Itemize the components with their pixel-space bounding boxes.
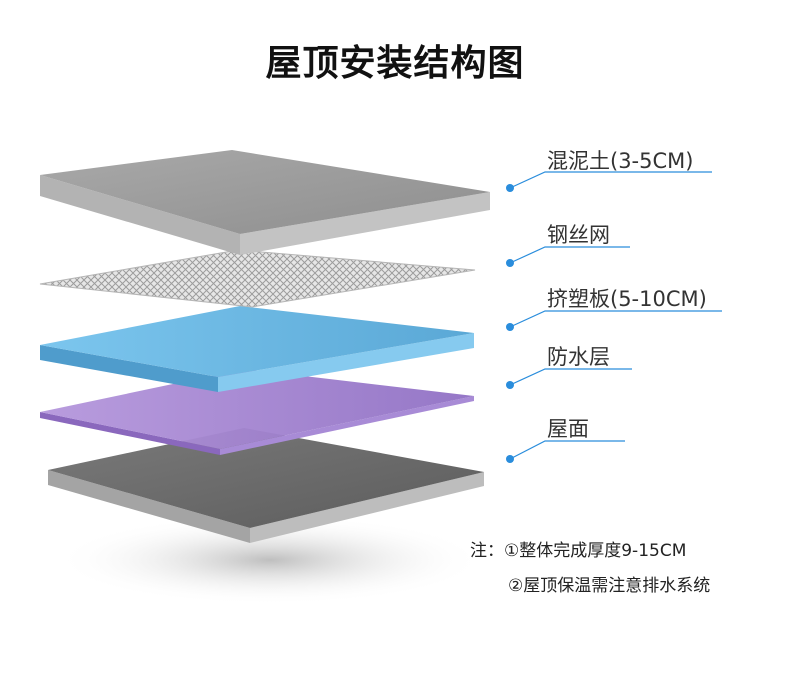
leader-dot-mesh: [506, 259, 514, 267]
roof-slab: [48, 428, 484, 543]
steel-mesh: [39, 249, 476, 308]
leader-dots: [506, 184, 514, 463]
leader-dot-concrete: [506, 184, 514, 192]
leader-line-mesh: [509, 246, 630, 264]
leader-line-waterproof: [509, 368, 632, 386]
label-concrete: 混泥土(3-5CM): [547, 149, 694, 173]
concrete-slab: [40, 150, 490, 255]
label-mesh: 钢丝网: [547, 223, 610, 247]
leader-line-concrete: [509, 171, 712, 189]
waterproof-layer: [40, 369, 474, 455]
note-line-2: ②屋顶保温需注意排水系统: [508, 576, 711, 596]
leader-line-roof: [509, 440, 625, 460]
ground-shadow: [55, 515, 485, 605]
note-prefix: 注：: [470, 541, 504, 561]
label-waterproof: 防水层: [547, 345, 610, 369]
leader-line-insulation: [509, 310, 722, 328]
leader-lines: [509, 171, 722, 460]
leader-dot-roof: [506, 455, 514, 463]
note-line-1: 注：①整体完成厚度9-15CM: [470, 536, 686, 561]
insulation-board: [40, 306, 474, 392]
leader-dot-insulation: [506, 323, 514, 331]
leader-dot-waterproof: [506, 381, 514, 389]
diagram-title: 屋顶安装结构图: [265, 43, 525, 84]
label-roof: 屋面: [547, 417, 589, 441]
note-text-1: ①整体完成厚度9-15CM: [504, 541, 687, 561]
label-insulation: 挤塑板(5-10CM): [547, 287, 707, 311]
